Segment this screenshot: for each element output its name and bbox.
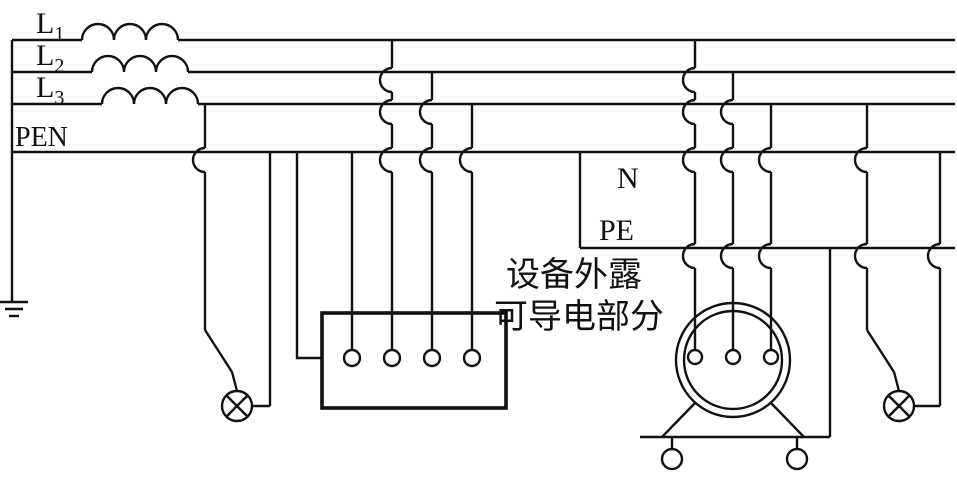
annotation-line2: 可导电部分 bbox=[494, 298, 664, 336]
n-label: N bbox=[617, 162, 639, 195]
l3-winding-coil bbox=[100, 86, 200, 105]
motor-terminal-3 bbox=[762, 348, 780, 366]
socket-enclosure-bond-wire bbox=[295, 152, 322, 360]
motor-cart bbox=[640, 402, 830, 471]
l3-label-sub: 3 bbox=[54, 87, 64, 109]
exposed-parts-annotation: 设备外露 可导电部分 bbox=[494, 256, 664, 336]
ground-symbol bbox=[0, 300, 28, 318]
socket-drop-l3 bbox=[458, 104, 474, 350]
l3-label-main: L bbox=[36, 71, 54, 104]
conductor-l3: L3 bbox=[12, 71, 955, 109]
pen-label: PEN bbox=[15, 122, 68, 153]
left-lamp-return-wire bbox=[252, 152, 272, 408]
right-switch-lead bbox=[892, 371, 901, 392]
motor-terminal-2 bbox=[724, 348, 742, 366]
l1-label-main: L bbox=[36, 7, 54, 40]
right-switch-blade bbox=[865, 329, 896, 373]
motor-load bbox=[640, 40, 832, 471]
left-switch-blade bbox=[203, 329, 234, 373]
wire-hop-pen bbox=[191, 146, 206, 174]
pe-label: PE bbox=[599, 214, 634, 247]
l1-label-sub: 1 bbox=[54, 23, 64, 45]
motor-drop-l3 bbox=[757, 104, 773, 350]
l1-label: L1 bbox=[36, 7, 64, 45]
socket-terminal-4 bbox=[462, 348, 482, 368]
motor-terminal-1 bbox=[686, 348, 704, 366]
l2-winding-coil bbox=[90, 54, 190, 73]
right-lamp-return-wire bbox=[914, 152, 942, 408]
conductor-l1: L1 bbox=[12, 7, 955, 45]
source-section bbox=[0, 40, 28, 318]
right-lamp-cross bbox=[887, 394, 911, 418]
l2-label-main: L bbox=[36, 39, 54, 72]
socket-outlet bbox=[295, 40, 508, 410]
l2-label: L2 bbox=[36, 39, 64, 77]
left-lamp-cross bbox=[225, 394, 249, 418]
l1-winding-coil bbox=[80, 22, 180, 41]
conductor-l2: L2 bbox=[12, 39, 955, 77]
motor-drop-l2 bbox=[719, 72, 735, 350]
right-lamp-drop-wire bbox=[853, 104, 869, 330]
cart-leg-right bbox=[770, 402, 805, 438]
lamp-branch-right bbox=[853, 104, 942, 423]
l2-label-sub: 2 bbox=[54, 55, 64, 77]
conductor-pen-n: PEN N bbox=[12, 122, 955, 195]
left-switch-lead bbox=[230, 371, 239, 392]
socket-terminal-1 bbox=[342, 348, 362, 368]
lamp-branch-left bbox=[191, 104, 272, 423]
cart-wheel-right bbox=[785, 447, 809, 471]
l3-label: L3 bbox=[36, 71, 64, 109]
socket-drop-l2 bbox=[418, 72, 434, 350]
cart-leg-left bbox=[661, 402, 696, 438]
annotation-line1: 设备外露 bbox=[506, 256, 642, 294]
socket-terminal-2 bbox=[382, 348, 402, 368]
motor-drop-l1 bbox=[681, 40, 697, 350]
wheel-stems bbox=[670, 437, 799, 449]
cart-wheel-left bbox=[660, 447, 684, 471]
socket-box bbox=[320, 311, 508, 410]
socket-terminal-3 bbox=[422, 348, 442, 368]
n-pe-split: PE bbox=[578, 152, 955, 250]
socket-drop-l1 bbox=[378, 40, 394, 350]
